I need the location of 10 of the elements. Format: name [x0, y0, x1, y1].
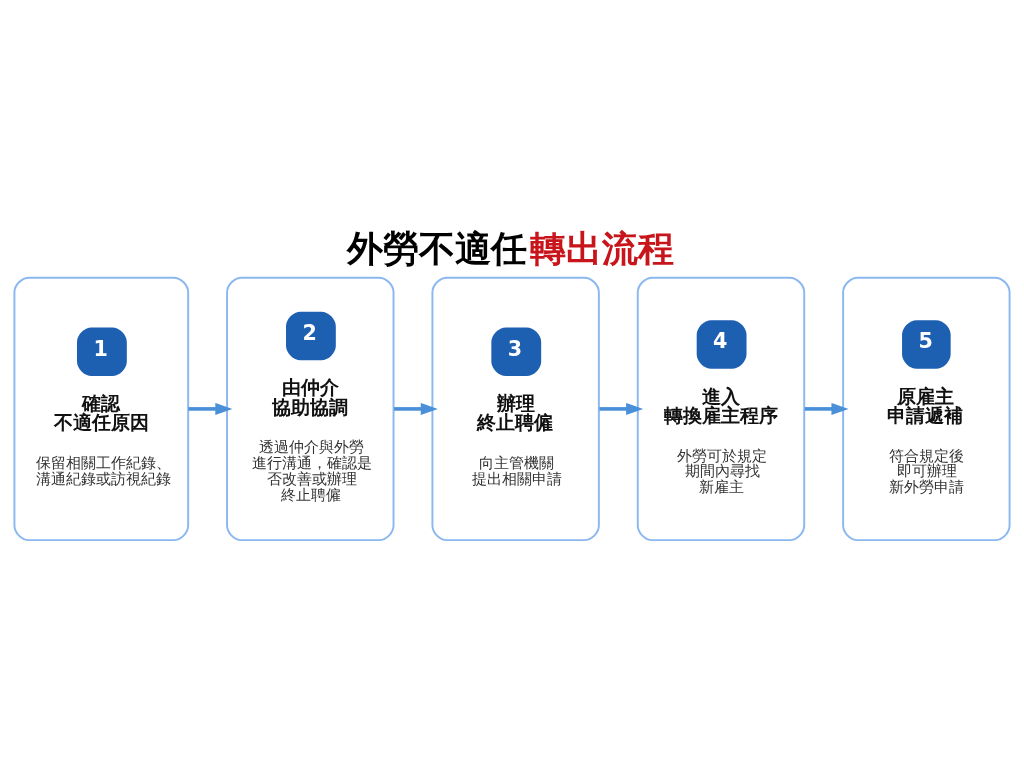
node-box: 5 原雇主申請遞補 符合規定後即可辦理新外勞申請	[842, 276, 1011, 542]
node-box: 4 進入轉換雇主程序 外勞可於規定期間內尋找新雇主	[636, 276, 806, 542]
arrow	[394, 402, 438, 415]
node-box: 3 辦理終止聘僱 向主管機關提出相關申請	[431, 276, 600, 542]
diagram-title: 外勞不適任轉出流程	[346, 226, 675, 270]
arrow	[188, 402, 233, 415]
node-box: 2 由仲介協助協調 透過仲介與外勞進行溝通，確認是否改善或辦理終止聘僱	[226, 276, 395, 542]
node-box: 1 確認不適任原因 保留相關工作紀錄、溝通紀錄或訪視紀錄	[13, 276, 190, 542]
arrow	[599, 402, 644, 415]
arrow	[804, 402, 849, 415]
